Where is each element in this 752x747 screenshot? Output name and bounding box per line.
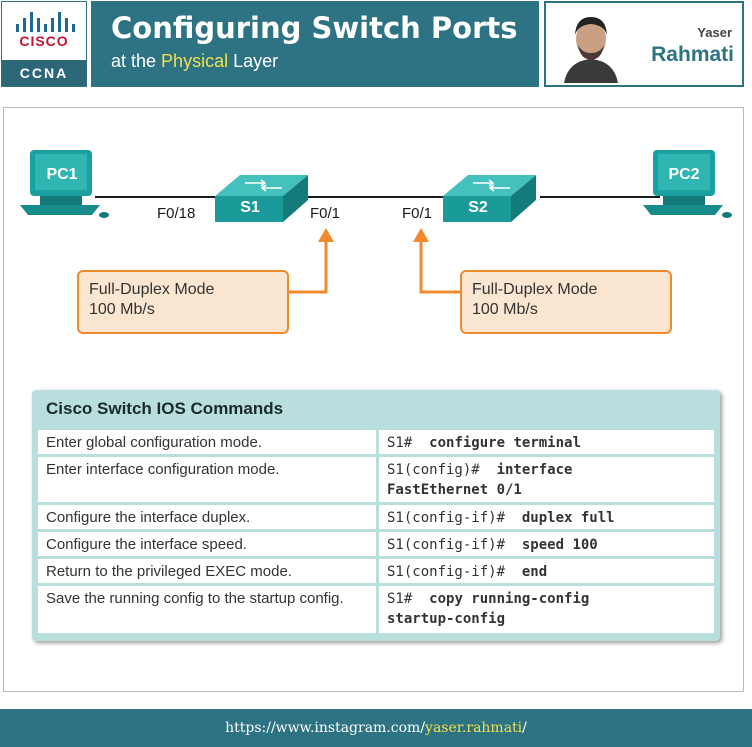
row-command: S1# copy running-config startup-config: [379, 586, 714, 633]
note-s1-duplex: Full-Duplex Mode 100 Mb/s: [77, 270, 289, 334]
cmd-text-cont: FastEthernet 0/1: [387, 482, 522, 498]
arrow-left-head: [318, 228, 334, 242]
note-s2-line2: 100 Mb/s: [472, 301, 538, 318]
cmd-prompt: S1(config-if)#: [387, 537, 506, 553]
network-diagram: [20, 150, 732, 294]
row-command: S1(config-if)# end: [379, 559, 714, 583]
table-row: Enter interface configuration mode. S1(c…: [38, 457, 714, 502]
cmd-prompt: S1#: [387, 591, 413, 607]
title-banner: Configuring Switch Ports at the Physical…: [91, 1, 539, 87]
cmd-text: copy running-config: [429, 591, 590, 607]
page-title: Configuring Switch Ports: [111, 11, 518, 45]
url-handle: yaser.rahmati: [425, 720, 523, 736]
url-suffix: /: [522, 720, 527, 736]
cmd-text: duplex full: [521, 510, 615, 526]
cmd-prompt: S1(config-if)#: [387, 510, 506, 526]
table-row: Configure the interface speed. S1(config…: [38, 532, 714, 556]
cmd-prompt: S1(config)#: [387, 462, 480, 478]
note-s1-line1: Full-Duplex Mode: [89, 281, 215, 298]
author-card: Yaser Rahmati: [544, 1, 744, 87]
table-row: Save the running config to the startup c…: [38, 586, 714, 633]
author-last-name: Rahmati: [651, 43, 734, 66]
table-row: Configure the interface duplex. S1(confi…: [38, 505, 714, 529]
table-row: Enter global configuration mode. S1# con…: [38, 430, 714, 454]
subtitle-highlight: Physical: [161, 51, 229, 71]
pc2-icon: [643, 150, 732, 218]
instagram-link[interactable]: https://www.instagram.com/yaser.rahmati/: [0, 709, 752, 747]
page-subtitle: at the Physical Layer: [111, 51, 278, 72]
switch-s1-icon: [215, 175, 308, 222]
switch-s2-icon: [443, 175, 536, 222]
author-first-name: Yaser: [697, 25, 732, 40]
row-description: Return to the privileged EXEC mode.: [38, 559, 376, 583]
logo-cert: CCNA: [2, 60, 86, 86]
row-description: Configure the interface speed.: [38, 532, 376, 556]
logo-brand: CISCO: [19, 33, 69, 49]
pc1-label: PC1: [46, 166, 78, 183]
row-command: S1(config-if)# duplex full: [379, 505, 714, 529]
url-prefix: https://www.instagram.com/: [225, 720, 426, 736]
s1-port-f018: F0/18: [157, 205, 196, 222]
cisco-ccna-logo: CISCO CCNA: [1, 1, 87, 87]
logo-top: CISCO: [2, 2, 86, 60]
cmd-text: end: [521, 564, 548, 580]
s1-label: S1: [240, 199, 260, 216]
row-description: Enter global configuration mode.: [38, 430, 376, 454]
row-command: S1# configure terminal: [379, 430, 714, 454]
table-title: Cisco Switch IOS Commands: [46, 399, 284, 418]
arrow-left: [287, 240, 328, 294]
table-row: Return to the privileged EXEC mode. S1(c…: [38, 559, 714, 583]
cmd-text: interface: [496, 462, 573, 478]
row-description: Configure the interface duplex.: [38, 505, 376, 529]
cmd-text: speed 100: [521, 537, 598, 553]
cmd-prompt: S1(config-if)#: [387, 564, 506, 580]
pc2-label: PC2: [668, 166, 700, 183]
row-description: Save the running config to the startup c…: [38, 586, 376, 633]
cisco-bars-icon: [16, 12, 75, 32]
note-s2-line1: Full-Duplex Mode: [472, 281, 598, 298]
cmd-prompt: S1#: [387, 435, 413, 451]
note-s1-line2: 100 Mb/s: [89, 301, 155, 318]
s2-port-f01: F0/1: [402, 205, 433, 222]
arrow-right-head: [413, 228, 429, 242]
note-s2-duplex: Full-Duplex Mode 100 Mb/s: [460, 270, 672, 334]
s2-label: S2: [468, 199, 488, 216]
cmd-text-cont: startup-config: [387, 611, 506, 627]
cmd-text: configure terminal: [429, 435, 581, 451]
row-description: Enter interface configuration mode.: [38, 457, 376, 502]
pc1-icon: [20, 150, 109, 218]
row-command: S1(config-if)# speed 100: [379, 532, 714, 556]
footer-bar: https://www.instagram.com/yaser.rahmati/: [0, 709, 752, 747]
arrow-right: [419, 240, 462, 294]
s1-port-f01: F0/1: [310, 205, 341, 222]
author-avatar: [560, 7, 622, 83]
subtitle-suffix: Layer: [228, 51, 279, 71]
ios-commands-table: Cisco Switch IOS Commands Enter global c…: [32, 390, 720, 641]
subtitle-prefix: at the: [111, 51, 162, 71]
